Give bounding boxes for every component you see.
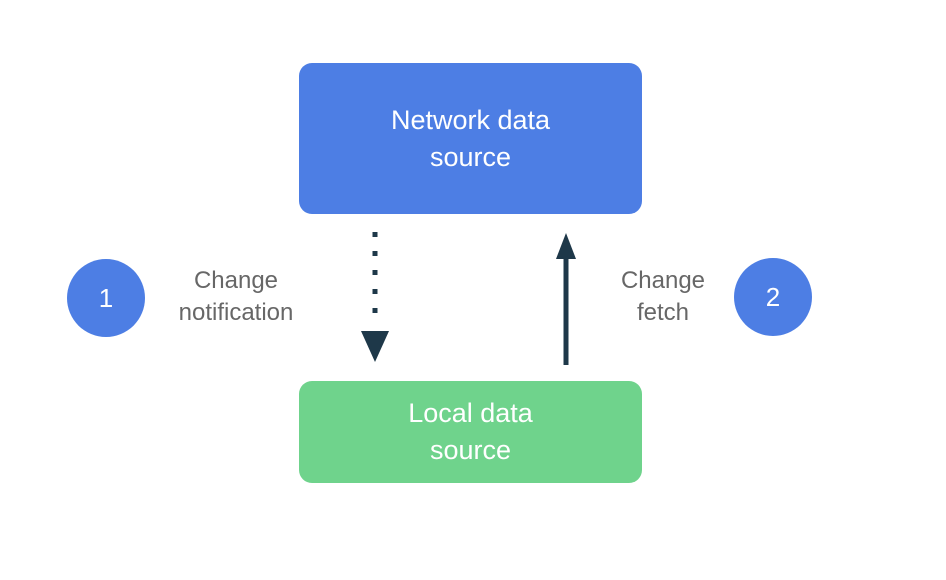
step-1-label-line2: notification — [178, 299, 294, 326]
step-2-label-line1: Change — [620, 267, 706, 294]
change-notification-arrowhead-icon — [361, 331, 389, 362]
network-data-source-node: Network data source — [299, 63, 642, 214]
step-2-badge: 2 — [734, 258, 812, 336]
step-1-label: Change notification — [146, 265, 326, 329]
step-1-badge: 1 — [67, 259, 145, 337]
step-2-label-line2: fetch — [636, 299, 690, 326]
network-node-label-line2: source — [429, 141, 512, 172]
step-2-label: Change fetch — [583, 265, 743, 329]
change-fetch-arrowhead-icon — [556, 233, 576, 259]
local-data-source-node: Local data source — [299, 381, 642, 483]
step-1-label-line1: Change — [193, 267, 279, 294]
local-node-label-line1: Local data — [408, 398, 533, 428]
local-node-label-line2: source — [429, 435, 512, 465]
network-node-label-line1: Network data — [390, 104, 551, 135]
